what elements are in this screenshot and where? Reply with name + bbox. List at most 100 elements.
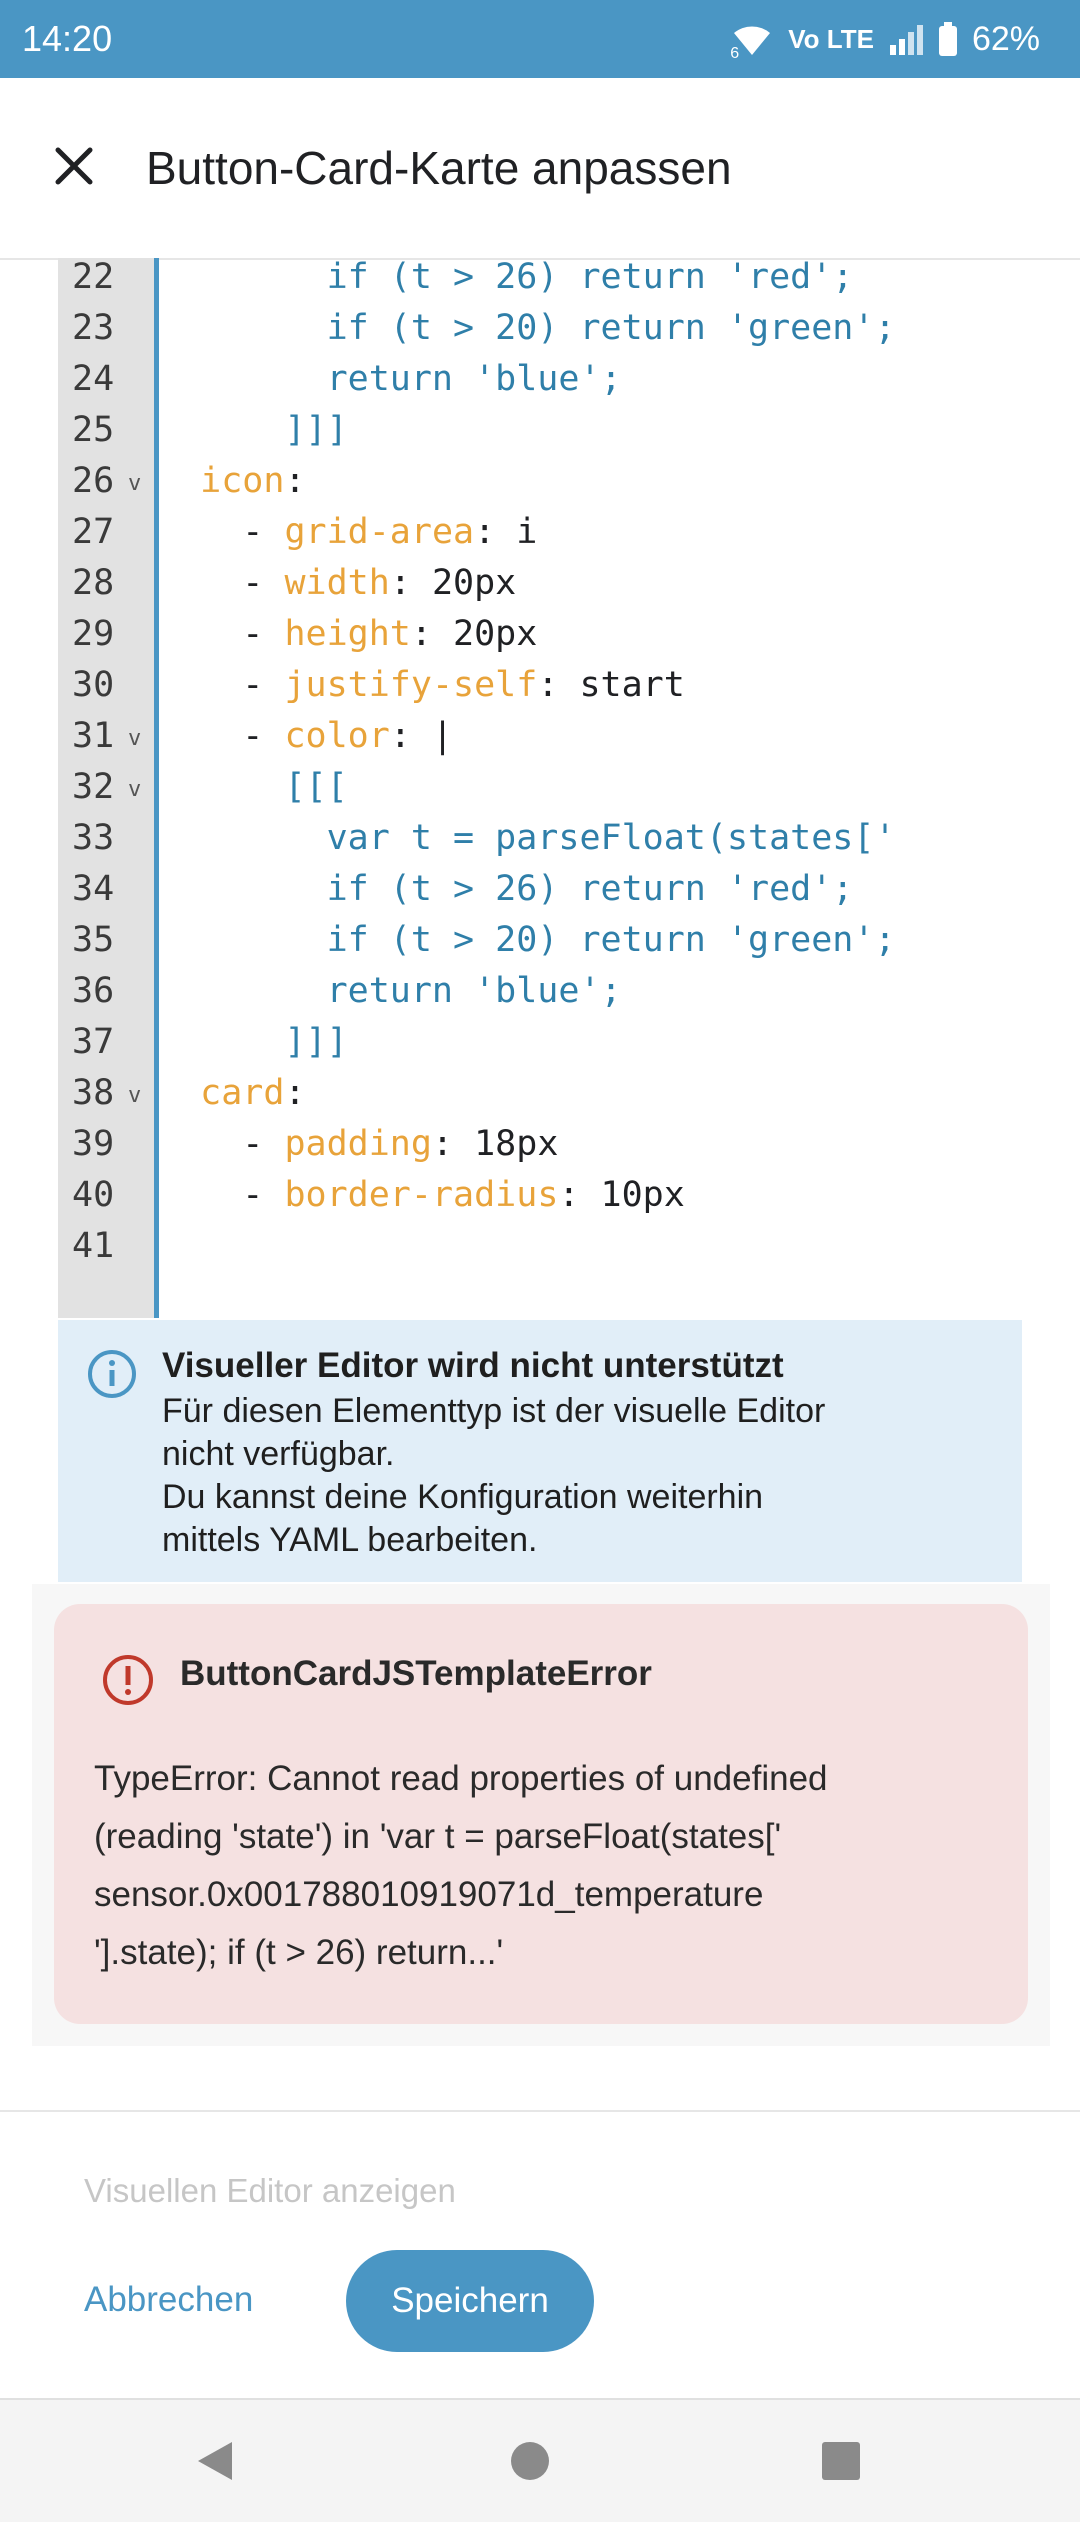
code-token: height	[284, 614, 411, 654]
code-token: color	[284, 716, 390, 756]
back-icon[interactable]	[192, 2438, 238, 2484]
code-token: [[[	[284, 767, 348, 807]
code-token: : start	[537, 665, 685, 705]
code-token: if (t > 26) return 'red';	[326, 869, 854, 909]
code-indent	[158, 512, 242, 552]
code-text: - justify-self: start	[158, 660, 685, 711]
code-line[interactable]: 25 ]]]	[58, 405, 1080, 456]
code-line[interactable]: 24 return 'blue';	[58, 354, 1080, 405]
code-token: ]]]	[284, 410, 348, 450]
line-number: 37	[72, 1022, 115, 1062]
code-indent	[158, 410, 284, 450]
code-text: if (t > 20) return 'green';	[158, 915, 896, 966]
code-token: -	[242, 665, 285, 705]
close-button[interactable]	[44, 136, 104, 196]
code-token: var t = parseFloat(states['	[326, 818, 896, 858]
code-text: - border-radius: 10px	[158, 1170, 685, 1221]
line-number: 39	[72, 1124, 115, 1164]
error-icon	[103, 1655, 153, 1705]
error-line: TypeError: Cannot read properties of und…	[94, 1759, 828, 1798]
code-token: : 10px	[558, 1175, 685, 1215]
line-number: 34	[72, 869, 115, 909]
code-text: - grid-area: i	[158, 507, 537, 558]
line-number: 26	[72, 461, 115, 501]
code-indent	[158, 1073, 200, 1113]
line-number: 35	[72, 920, 115, 960]
code-line[interactable]: 40 - border-radius: 10px	[58, 1170, 1080, 1221]
code-line[interactable]: 28 - width: 20px	[58, 558, 1080, 609]
code-token: : |	[389, 716, 454, 756]
code-line[interactable]: 39 - padding: 18px	[58, 1119, 1080, 1170]
code-line[interactable]: 33 var t = parseFloat(states['	[58, 813, 1080, 864]
code-text: - padding: 18px	[158, 1119, 558, 1170]
error-line: (reading 'state') in 'var t = parseFloat…	[94, 1817, 782, 1856]
error-line: '].state); if (t > 26) return...'	[94, 1933, 504, 1972]
code-token: border-radius	[284, 1175, 559, 1215]
code-token: : 20px	[410, 614, 538, 654]
line-number: 40	[72, 1175, 115, 1215]
code-indent	[158, 767, 284, 807]
code-indent	[158, 920, 327, 960]
code-indent	[158, 308, 327, 348]
code-token: : i	[474, 512, 538, 552]
line-number: 24	[72, 359, 115, 399]
error-card: ButtonCardJSTemplateError TypeError: Can…	[54, 1604, 1028, 2024]
code-line[interactable]: 34 if (t > 26) return 'red';	[58, 864, 1080, 915]
code-line[interactable]: 41	[58, 1221, 1080, 1272]
code-token: -	[242, 512, 285, 552]
info-alert: Visueller Editor wird nicht unterstützt …	[58, 1320, 1022, 1582]
code-line[interactable]: 26 v icon:	[58, 456, 1080, 507]
line-number: 41	[72, 1226, 115, 1266]
code-text: if (t > 20) return 'green';	[158, 303, 896, 354]
code-indent	[158, 1124, 242, 1164]
recents-icon[interactable]	[818, 2438, 864, 2484]
line-number: 22	[72, 258, 115, 297]
clock: 14:20	[22, 18, 113, 59]
code-token: if (t > 26) return 'red';	[326, 258, 854, 297]
battery-percentage: 62%	[971, 19, 1040, 58]
code-line[interactable]: 37 ]]]	[58, 1017, 1080, 1068]
code-line[interactable]: 35 if (t > 20) return 'green';	[58, 915, 1080, 966]
info-line: Für diesen Elementtyp ist der visuelle E…	[162, 1392, 826, 1430]
info-title: Visueller Editor wird nicht unterstützt	[162, 1346, 784, 1385]
code-text: ]]]	[158, 405, 348, 456]
code-text: icon:	[158, 456, 306, 507]
yaml-code-editor[interactable]: 22 if (t > 26) return 'red';23 if (t > 2…	[58, 258, 1080, 1318]
home-icon[interactable]	[507, 2438, 553, 2484]
line-number: 27	[72, 512, 115, 552]
code-token: -	[242, 614, 285, 654]
code-line[interactable]: 23 if (t > 20) return 'green';	[58, 303, 1080, 354]
code-line[interactable]: 27 - grid-area: i	[58, 507, 1080, 558]
line-number: 25	[72, 410, 115, 450]
code-line[interactable]: 29 - height: 20px	[58, 609, 1080, 660]
code-token: justify-self	[284, 665, 538, 705]
code-indent	[158, 971, 327, 1011]
show-visual-editor-button[interactable]: Visuellen Editor anzeigen	[84, 2172, 456, 2209]
code-token: if (t > 20) return 'green';	[326, 920, 896, 960]
fold-toggle-icon[interactable]: v	[128, 726, 142, 751]
code-token: return 'blue';	[326, 971, 622, 1011]
fold-toggle-icon[interactable]: v	[128, 1083, 142, 1108]
code-line[interactable]: 36 return 'blue';	[58, 966, 1080, 1017]
cancel-button[interactable]: Abbrechen	[84, 2280, 254, 2319]
save-button[interactable]: Speichern	[346, 2250, 594, 2352]
info-line: mittels YAML bearbeiten.	[162, 1521, 538, 1559]
fold-toggle-icon[interactable]: v	[128, 777, 142, 802]
signal-icon	[888, 23, 924, 55]
code-indent	[158, 563, 242, 603]
code-indent	[158, 1022, 284, 1062]
line-number: 28	[72, 563, 115, 603]
code-line[interactable]: 30 - justify-self: start	[58, 660, 1080, 711]
code-indent	[158, 818, 327, 858]
code-indent	[158, 869, 327, 909]
code-text: [[[	[158, 762, 348, 813]
code-line[interactable]: 22 if (t > 26) return 'red';	[58, 258, 1080, 303]
code-text: - height: 20px	[158, 609, 537, 660]
code-token: :	[284, 1073, 306, 1113]
code-indent	[158, 665, 242, 705]
fold-toggle-icon[interactable]: v	[128, 471, 142, 496]
code-token: :	[284, 461, 306, 501]
